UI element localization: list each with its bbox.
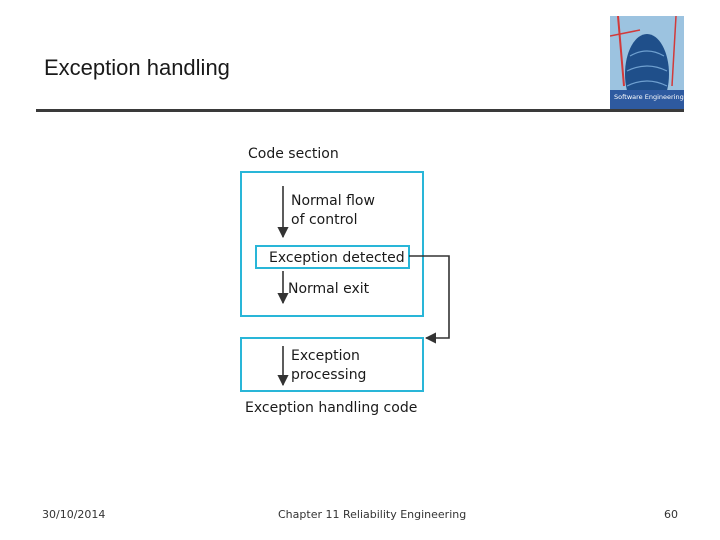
crane-arm [610,29,641,37]
tower-pattern [626,50,668,87]
exception-handling-code-label: Exception handling code [245,400,417,416]
title-divider [36,109,684,112]
cover-title-band [610,90,684,110]
exception-detected-box [255,245,410,269]
normal-flow-label-line2: of control [291,212,357,228]
exception-handling-box [240,337,424,392]
slide-title: Exception handling [44,55,230,80]
book-cover-graphic: Software Engineering [610,16,684,110]
crane-right [671,16,677,87]
exception-processing-label-line1: Exception [291,348,360,364]
normal-flow-label-line1: Normal flow [291,193,375,209]
exception-transfer-arrow [409,255,450,344]
code-section-label: Code section [248,146,339,162]
footer-page-number: 60 [664,508,678,521]
book-cover-image: Software Engineering [610,16,684,110]
exception-detected-label: Exception detected [269,250,405,266]
cover-title: Software Engineering [614,93,684,101]
normal-exit-label: Normal exit [288,281,370,297]
crane-left [617,16,625,87]
exception-processing-label-line2: processing [291,367,366,383]
footer-chapter: Chapter 11 Reliability Engineering [278,508,467,521]
code-section-box [240,171,424,317]
footer-date: 30/10/2014 [42,508,106,521]
